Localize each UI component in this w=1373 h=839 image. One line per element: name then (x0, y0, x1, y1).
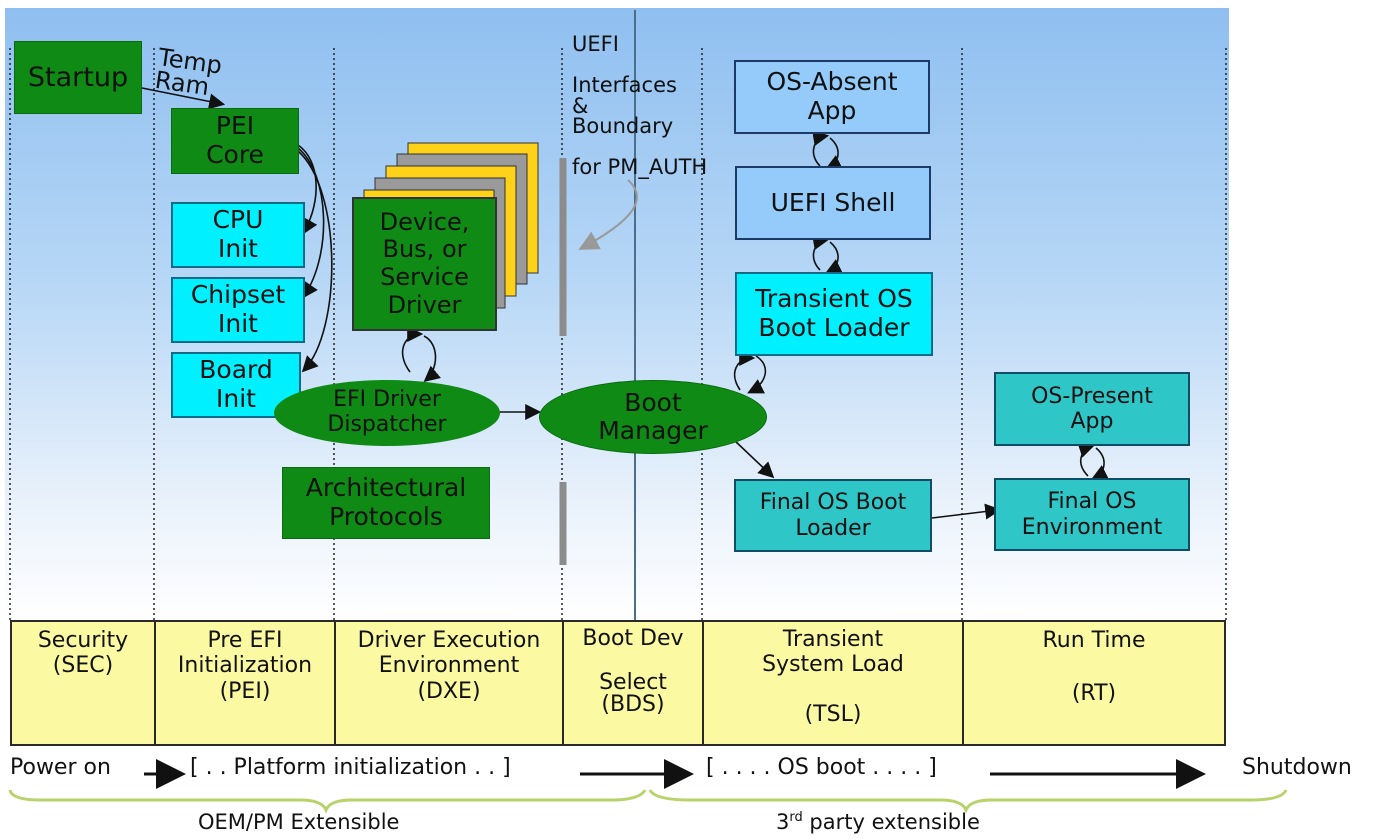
phase-dxe: Driver Execution Environment (DXE) (334, 620, 564, 746)
efi-driver-dispatcher: EFI Driver Dispatcher (274, 380, 500, 446)
arrow-osabsent-to-shell (825, 137, 844, 170)
third-party-superscript: rd (789, 810, 803, 825)
uefi-boundary-note: UEFI Interfaces & Boundary for PM_AUTH (572, 32, 708, 180)
phase-label: Boot Dev Select (BDS) (582, 626, 684, 717)
phase-dividers (9, 48, 1227, 620)
phase-label: Transient System Load (TSL) (762, 627, 904, 727)
arrow-env-to-ospresent (1077, 442, 1096, 477)
arrow-shell-to-transient (825, 241, 844, 274)
architectural-protocols-box: Architectural Protocols (282, 467, 490, 539)
phase-sec: Security (SEC) (10, 620, 156, 746)
chipset-init-box: Chipset Init (171, 277, 305, 343)
arrow-transient-to-bootmgr (747, 355, 767, 394)
third-party-brace (648, 789, 1288, 815)
arrow-transient-to-shell (812, 234, 830, 271)
arrow-startup-to-pei (141, 87, 226, 110)
arrow-driver-to-dispatcher (423, 335, 441, 383)
arrow-dispatcher-to-driver (401, 326, 424, 373)
arrow-pei-to-chipset (297, 147, 325, 299)
os-present-app-box: OS-Present App (994, 372, 1190, 446)
phase-pei: Pre EFI Initialization (PEI) (154, 620, 336, 746)
third-party-extensible-label: 3rd party extensible (776, 810, 980, 834)
arrow-final-loader-to-env (931, 503, 1002, 520)
third-party-number: 3 (776, 810, 790, 834)
final-os-boot-loader-box: Final OS Boot Loader (734, 479, 932, 552)
arrow-pei-to-board (297, 150, 333, 373)
phase-label: Run Time (RT) (1042, 628, 1146, 706)
phase-label: Security (SEC) (37, 628, 129, 679)
startup-box: Startup (14, 41, 142, 114)
transient-os-boot-loader-box: Transient OS Boot Loader (735, 272, 933, 356)
uefi-shell-box: UEFI Shell (735, 166, 931, 240)
oem-brace (8, 789, 647, 815)
driver-box: Device, Bus, or Service Driver (352, 197, 497, 331)
phase-label: Pre EFI Initialization (PEI) (177, 628, 313, 704)
arrow-bootmgr-to-transient (734, 350, 756, 391)
arrow-pei-to-cpu (297, 144, 318, 235)
os-absent-app-box: OS-Absent App (734, 60, 930, 134)
phase-rt: Run Time (RT) (962, 620, 1226, 746)
phase-label: Driver Execution Environment (DXE) (357, 628, 541, 704)
temp-ram-label: Temp Ram (153, 43, 224, 101)
power-on-label: Power on (10, 755, 111, 780)
phase-tsl: Transient System Load (TSL) (702, 620, 964, 746)
cpu-init-box: CPU Init (171, 202, 305, 268)
os-boot-label: [ . . . . OS boot . . . . ] (706, 755, 937, 780)
platform-init-label: [ . . Platform initialization . . ] (190, 755, 511, 780)
boot-manager: Boot Manager (539, 380, 767, 454)
third-party-rest: party extensible (802, 810, 980, 834)
shutdown-label: Shutdown (1242, 755, 1352, 780)
phase-bds: Boot Dev Select (BDS) (562, 620, 704, 746)
pei-core-box: PEI Core (171, 108, 299, 174)
oem-extensible-label: OEM/PM Extensible (198, 810, 400, 834)
arrow-bootmgr-to-final-loader (733, 439, 775, 479)
final-os-environment-box: Final OS Environment (994, 478, 1190, 551)
arrow-ospresent-to-env (1091, 447, 1110, 480)
arrow-boundary-note (578, 179, 638, 250)
arrow-shell-to-osabsent (812, 130, 830, 167)
